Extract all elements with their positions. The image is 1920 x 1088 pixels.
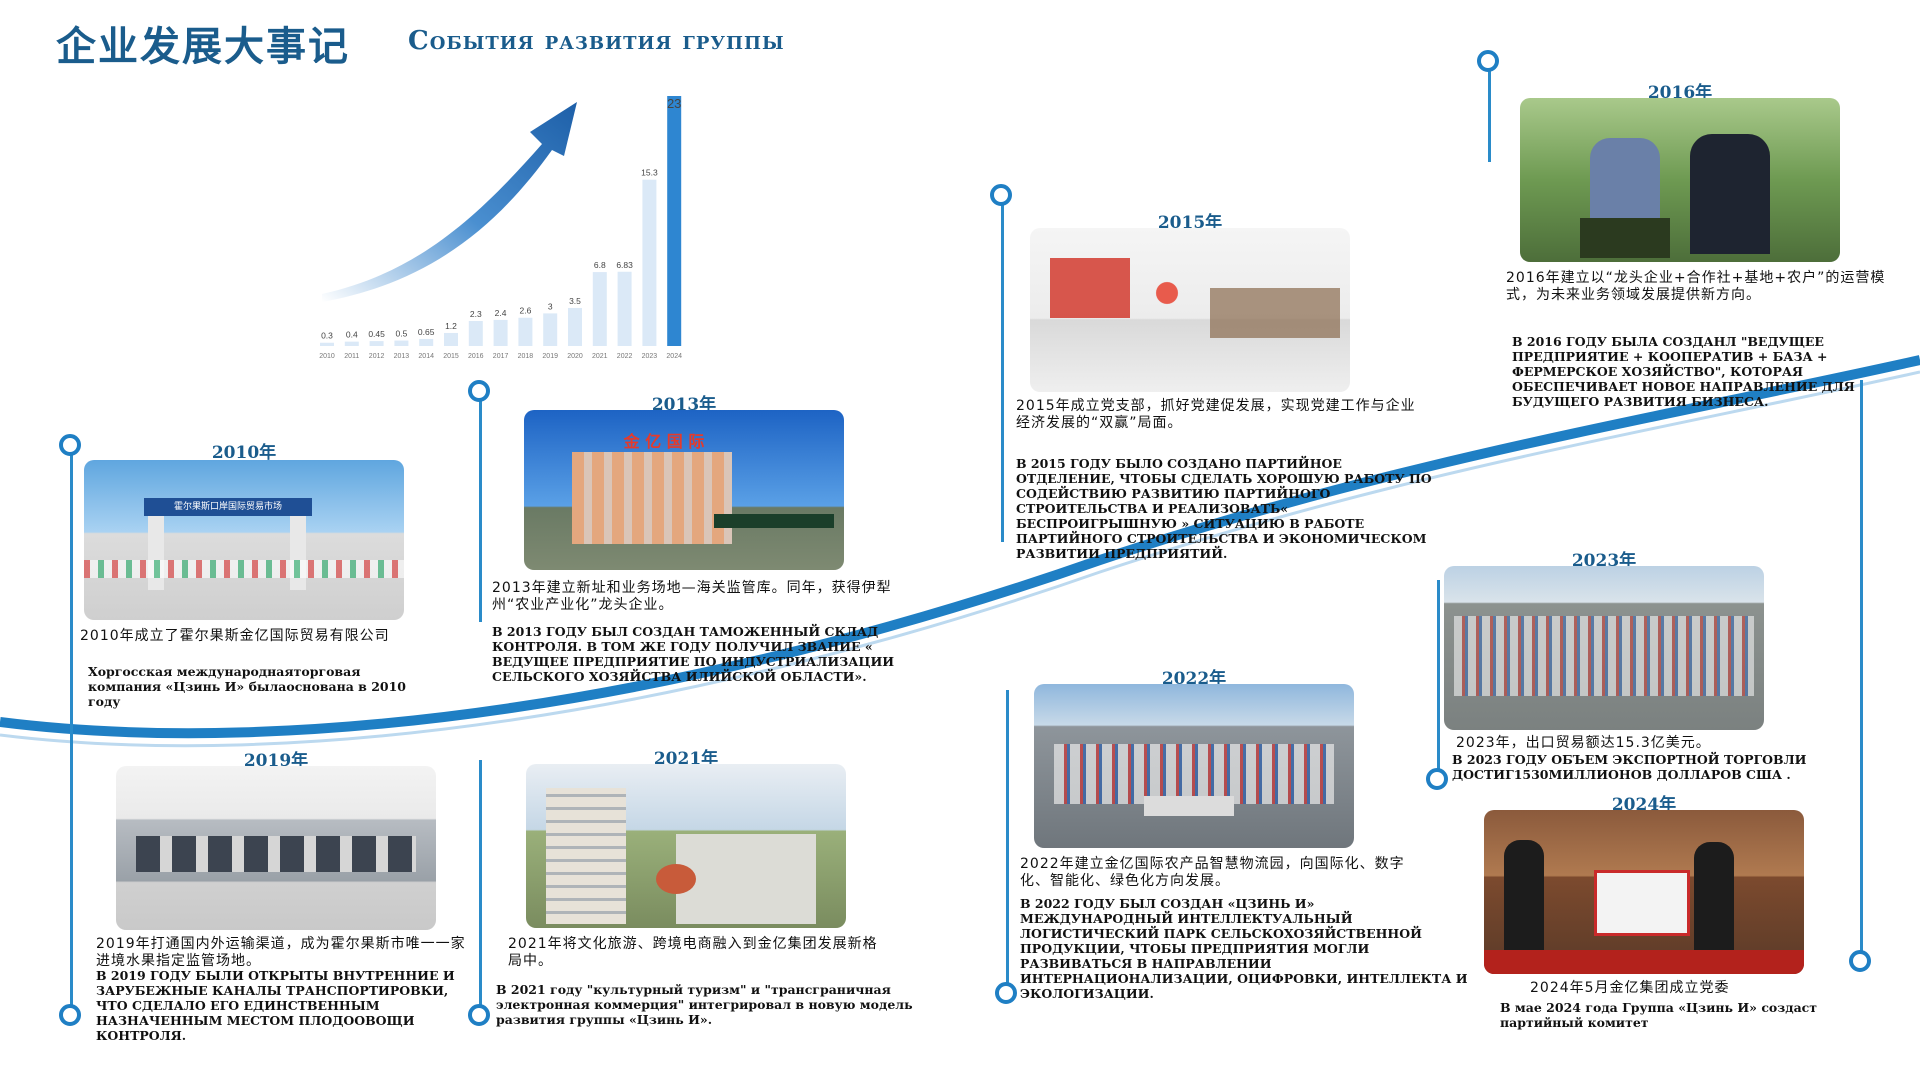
bar-value-label: 3 — [548, 301, 553, 311]
gate-sign: 霍尔果斯口岸国际贸易市场 — [144, 498, 312, 516]
bar-value-label: 2.6 — [519, 306, 531, 316]
timeline-dot — [468, 380, 490, 402]
timeline-dot — [995, 982, 1017, 1004]
bar-value-label: 0.65 — [418, 327, 435, 337]
photo-2019-warehouse — [116, 766, 436, 930]
bar-value-label: 2.4 — [495, 308, 507, 318]
bar-2019 — [543, 313, 558, 346]
event-2013-ru: В 2013 году был создан таможенный склад … — [492, 624, 895, 684]
connector-line — [479, 760, 482, 1006]
x-tick-label: 2019 — [542, 353, 558, 360]
bar-2018 — [518, 317, 533, 346]
event-2022-cn: 2022年建立金亿国际农产品智慧物流园，向国际化、数字化、智能化、绿色化方向发展… — [1020, 856, 1405, 889]
event-2023-ru: В 2023 году объем экспортной торговли до… — [1452, 752, 1807, 782]
x-tick-label: 2014 — [418, 353, 434, 360]
bar-2011 — [344, 341, 359, 346]
event-2016-ru: В 2016 году была созданл "Ведущее предпр… — [1512, 334, 1855, 409]
growth-chart: 0.3 2010 0.4 2011 0.45 2012 0.5 2013 0.65 2014 1.2… — [302, 74, 682, 366]
bar-2013 — [394, 340, 409, 346]
event-2024-ru: В мае 2024 года Группа «Цзинь И» создаст… — [1500, 1000, 1818, 1030]
bar-2022 — [617, 271, 632, 346]
timeline-dot — [1426, 768, 1448, 790]
photo-2024-ceremony — [1484, 810, 1804, 974]
photo-2013-building: 金 亿 国 际 — [524, 410, 844, 570]
bar-2016 — [468, 321, 483, 346]
connector-line — [1001, 196, 1004, 542]
x-tick-label: 2020 — [567, 353, 583, 360]
connector-line — [1006, 690, 1009, 990]
bar-value-label: 3.5 — [569, 296, 581, 306]
page-title: 企业发展大事记 — [56, 23, 350, 70]
bar-value-label: 1.2 — [445, 321, 457, 331]
bar-value-label: 23 — [667, 96, 681, 111]
bar-2020 — [568, 307, 582, 346]
bar-2010 — [320, 342, 334, 346]
bar-value-label: 0.3 — [321, 331, 333, 341]
event-2015-ru: В 2015 году было создано партийное отдел… — [1016, 456, 1432, 561]
page-subtitle: События развития группы — [408, 26, 785, 56]
bar-value-label: 0.4 — [346, 330, 358, 340]
x-tick-label: 2021 — [592, 353, 608, 360]
bar-value-label: 0.45 — [368, 329, 385, 339]
x-tick-label: 2023 — [642, 353, 658, 360]
connector-line — [1488, 62, 1491, 162]
event-2013-cn: 2013年建立新址和业务场地—海关监管库。同年，获得伊犁州“农业产业化”龙头企业… — [492, 580, 892, 613]
bar-value-label: 15.3 — [641, 168, 658, 178]
timeline-dot — [59, 434, 81, 456]
growth-arrow — [322, 102, 577, 302]
x-tick-label: 2018 — [518, 353, 534, 360]
event-2019-cn: 2019年打通国内外运输渠道，成为霍尔果斯市唯一一家进境水果指定监管场地。 — [96, 936, 466, 969]
bar-2017 — [493, 319, 508, 346]
bar-2012 — [369, 341, 384, 346]
x-tick-label: 2015 — [443, 353, 459, 360]
x-tick-label: 2017 — [493, 353, 509, 360]
connector-line — [479, 392, 482, 622]
growth-chart-svg: 0.3 2010 0.4 2011 0.45 2012 0.5 2013 0.65 2014 1.2… — [319, 96, 682, 360]
event-2016-cn: 2016年建立以“龙头企业+合作社+基地+农户”的运营模式，为未来业务领域发展提… — [1506, 270, 1886, 303]
bar-value-label: 0.5 — [395, 329, 407, 339]
photo-2015-party-room — [1030, 228, 1350, 392]
event-2021-cn: 2021年将文化旅游、跨境电商融入到金亿集团发展新格局中。 — [508, 936, 878, 969]
timeline-dot — [59, 1004, 81, 1026]
photo-2016-farmers — [1520, 98, 1840, 262]
event-2021-ru: В 2021 году "культурный туризм" и "транс… — [496, 982, 913, 1027]
year-2010: 2010年 — [211, 443, 277, 463]
event-2023-cn: 2023年，出口贸易额达15.3亿美元。 — [1456, 735, 1711, 751]
x-tick-label: 2013 — [394, 353, 410, 360]
photo-2021-complex — [526, 764, 846, 928]
connector-line — [70, 446, 73, 1006]
event-2010-cn: 2010年成立了霍尔果斯金亿国际贸易有限公司 — [80, 628, 390, 644]
event-2010-ru: Хоргосская международнаяторговая компани… — [88, 664, 407, 709]
photo-2022-logistics-park — [1034, 684, 1354, 848]
event-2022-ru: В 2022 году был создан «Цзинь И» Междуна… — [1020, 896, 1468, 1001]
bar-value-label: 2.3 — [470, 309, 482, 319]
timeline-dot — [990, 184, 1012, 206]
connector-line — [1860, 380, 1863, 960]
bar-2024 — [667, 96, 682, 346]
bar-2015 — [444, 332, 458, 346]
event-2024-cn: 2024年5月金亿集团成立党委 — [1530, 980, 1730, 996]
x-tick-label: 2010 — [319, 353, 335, 360]
connector-line — [1437, 580, 1440, 770]
event-2015-cn: 2015年成立党支部，抓好党建促发展，实现党建工作与企业经济发展的“双赢”局面。 — [1016, 398, 1416, 431]
photo-2023-trucks — [1444, 566, 1764, 730]
x-tick-label: 2022 — [617, 353, 633, 360]
timeline-dot — [1477, 50, 1499, 72]
bar-2023 — [642, 179, 657, 346]
timeline-dot — [1849, 950, 1871, 972]
x-tick-label: 2016 — [468, 353, 484, 360]
x-tick-label: 2024 — [666, 353, 682, 360]
timeline-dot — [468, 1004, 490, 1026]
event-2019-ru: В 2019 году были открыты внутренние и за… — [96, 968, 455, 1043]
bar-2014 — [419, 338, 434, 346]
x-tick-label: 2012 — [369, 353, 385, 360]
photo-2010-gate: 霍尔果斯口岸国际贸易市场 — [84, 460, 404, 620]
bar-value-label: 6.8 — [594, 260, 606, 270]
bar-value-label: 6.83 — [616, 260, 633, 270]
building-sign: 金 亿 国 际 — [623, 432, 705, 451]
x-tick-label: 2011 — [344, 353, 359, 360]
bar-2021 — [592, 272, 607, 346]
